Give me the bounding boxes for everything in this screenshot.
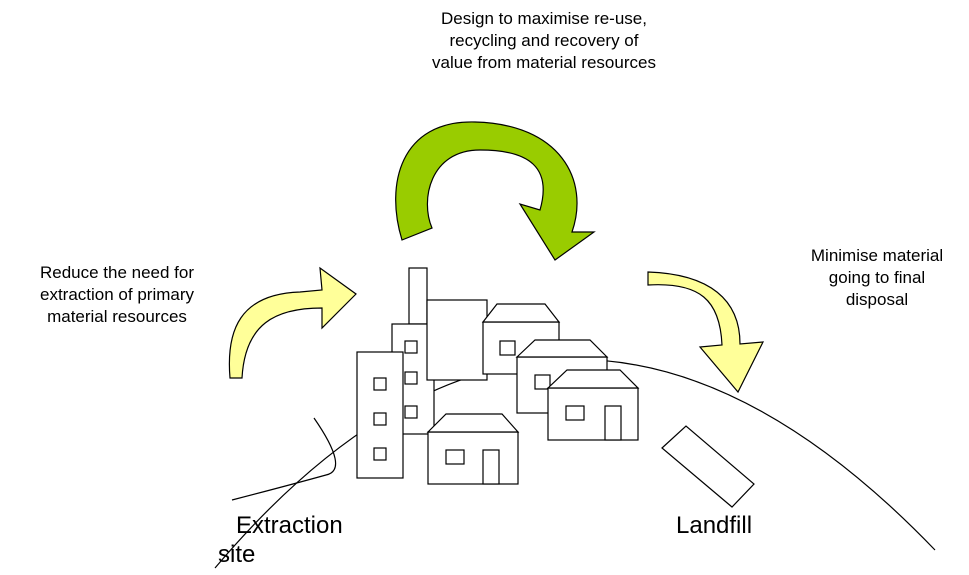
- reuse-label-line-3: value from material resources: [432, 52, 656, 72]
- cycle-arrow: [395, 121, 596, 261]
- back-block: [426, 299, 488, 381]
- extraction-site-label: Extraction site: [218, 512, 343, 570]
- landfill-site: [661, 425, 755, 508]
- landfill-label: Landfill: [676, 512, 753, 539]
- house-3: [546, 369, 640, 441]
- extraction-reduce-line-1: Reduce the need for: [39, 263, 195, 282]
- disposal-label-line-2: going to final: [828, 267, 926, 287]
- disposal-label-line-1: Minimise material: [810, 246, 944, 265]
- reuse-label-line-2: recycling and recovery of: [449, 30, 639, 50]
- disposal-label-line-3: disposal: [845, 289, 909, 309]
- reuse-label: Design to maximise re-use, recycling and…: [384, 8, 704, 73]
- extraction-site: [231, 417, 337, 501]
- tower-building: [356, 351, 404, 479]
- house-4: [426, 413, 520, 485]
- extraction-reduce-label: Reduce the need for extraction of primar…: [4, 262, 230, 327]
- extraction-reduce-line-3: material resources: [47, 306, 187, 326]
- extraction-arrow: [228, 266, 357, 379]
- extraction-reduce-line-2: extraction of primary: [40, 284, 194, 304]
- disposal-arrow: [647, 271, 765, 394]
- reuse-label-line-1: Design to maximise re-use,: [441, 9, 647, 28]
- disposal-label: Minimise material going to final disposa…: [788, 245, 966, 310]
- extraction-site-label-line-2: site: [218, 540, 256, 568]
- extraction-site-label-line-1: Extraction: [236, 512, 343, 539]
